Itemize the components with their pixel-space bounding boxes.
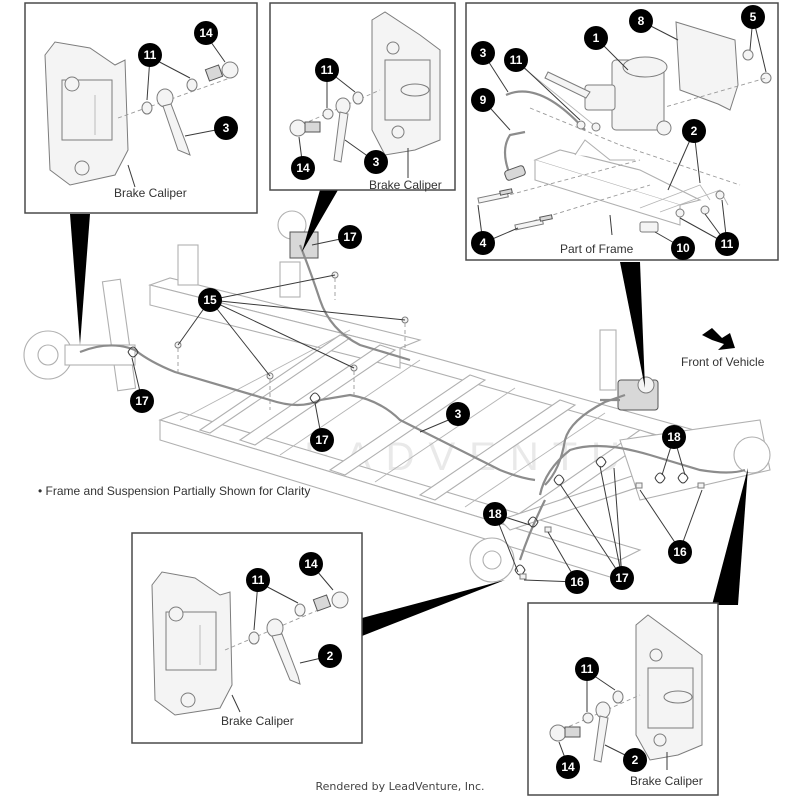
callout-mc-10[interactable]: 10 — [671, 236, 695, 260]
callout-rr-3[interactable]: 3 — [364, 150, 388, 174]
front-arrow-icon — [702, 328, 735, 350]
brake-caliper-drawing — [371, 11, 441, 156]
pointer-rear-right — [302, 190, 338, 252]
callout-main-17-center[interactable]: 17 — [310, 428, 334, 452]
brake-caliper-drawing — [151, 571, 233, 716]
callout-main-3[interactable]: 3 — [446, 402, 470, 426]
svg-text:18: 18 — [667, 430, 681, 444]
svg-text:17: 17 — [615, 571, 629, 585]
svg-text:3: 3 — [373, 155, 380, 169]
front-direction-indicator: Front of Vehicle — [681, 328, 765, 369]
callout-fl-2[interactable]: 2 — [318, 644, 342, 668]
fl-caliper-label: Brake Caliper — [221, 714, 294, 728]
render-credit: Rendered by LeadVenture, Inc. — [315, 780, 484, 793]
brake-caliper-drawing — [635, 614, 703, 761]
mc-frame-label: Part of Frame — [560, 242, 634, 256]
svg-text:3: 3 — [455, 407, 462, 421]
svg-text:11: 11 — [510, 53, 523, 67]
clarity-note: • Frame and Suspension Partially Shown f… — [38, 484, 310, 498]
svg-text:11: 11 — [144, 48, 157, 62]
callout-mc-3[interactable]: 3 — [471, 41, 495, 65]
fr-caliper-label: Brake Caliper — [630, 774, 703, 788]
svg-text:15: 15 — [203, 293, 217, 307]
svg-text:17: 17 — [315, 433, 329, 447]
svg-text:4: 4 — [480, 236, 487, 250]
svg-text:5: 5 — [750, 10, 757, 24]
callout-main-16-front-right[interactable]: 16 — [668, 540, 692, 564]
callout-main-17-rear-left[interactable]: 17 — [130, 389, 154, 413]
main-leaders — [131, 236, 703, 583]
svg-text:17: 17 — [135, 394, 149, 408]
callout-main-17-front[interactable]: 17 — [610, 566, 634, 590]
rr-caliper-label: Brake Caliper — [369, 178, 442, 192]
inset-front-right-caliper: Brake Caliper — [527, 602, 719, 796]
svg-text:14: 14 — [199, 26, 213, 40]
callout-mc-4[interactable]: 4 — [471, 231, 495, 255]
svg-text:3: 3 — [223, 121, 230, 135]
callout-main-16-front-left[interactable]: 16 — [565, 570, 589, 594]
svg-text:16: 16 — [673, 545, 687, 559]
svg-text:11: 11 — [321, 63, 334, 77]
svg-text:2: 2 — [691, 124, 698, 138]
callout-rl-3[interactable]: 3 — [214, 116, 238, 140]
callout-fr-2[interactable]: 2 — [623, 748, 647, 772]
svg-text:2: 2 — [327, 649, 334, 663]
pointer-master-cylinder — [620, 262, 645, 388]
callout-main-17-rear-right[interactable]: 17 — [338, 225, 362, 249]
svg-text:14: 14 — [561, 760, 575, 774]
callout-fr-11[interactable]: 11 — [575, 657, 599, 681]
callout-mc-11-bottom[interactable]: 11 — [715, 232, 739, 256]
svg-text:3: 3 — [480, 46, 487, 60]
svg-text:2: 2 — [632, 753, 639, 767]
brake-caliper-drawing — [44, 41, 129, 186]
callout-main-15[interactable]: 15 — [198, 288, 222, 312]
callout-main-18-front-right[interactable]: 18 — [662, 425, 686, 449]
callout-mc-9[interactable]: 9 — [471, 88, 495, 112]
inset-master-cylinder: Part of Frame — [465, 2, 779, 261]
pointer-front-left — [362, 580, 505, 636]
pointer-rear-left — [70, 214, 90, 345]
callout-rl-11[interactable]: 11 — [138, 43, 162, 67]
svg-text:11: 11 — [252, 573, 265, 587]
callout-rr-14[interactable]: 14 — [291, 156, 315, 180]
svg-text:11: 11 — [581, 662, 594, 676]
svg-text:16: 16 — [570, 575, 584, 589]
svg-text:14: 14 — [304, 557, 318, 571]
inset-rear-left-caliper: Brake Caliper — [24, 2, 258, 214]
inset-front-left-caliper: Brake Caliper — [131, 532, 363, 744]
svg-text:9: 9 — [480, 93, 487, 107]
brake-lines — [79, 244, 746, 561]
rl-caliper-label: Brake Caliper — [114, 186, 187, 200]
svg-text:17: 17 — [343, 230, 357, 244]
svg-text:10: 10 — [676, 241, 690, 255]
callout-fl-11[interactable]: 11 — [246, 568, 270, 592]
pointer-front-right — [712, 468, 748, 605]
callout-mc-5[interactable]: 5 — [741, 5, 765, 29]
svg-text:18: 18 — [488, 507, 502, 521]
callout-mc-1[interactable]: 1 — [584, 26, 608, 50]
svg-text:1: 1 — [593, 31, 600, 45]
callout-rl-14[interactable]: 14 — [194, 21, 218, 45]
svg-text:8: 8 — [638, 14, 645, 28]
callout-mc-2[interactable]: 2 — [682, 119, 706, 143]
callout-mc-11-top[interactable]: 11 — [504, 48, 528, 72]
callout-fr-14[interactable]: 14 — [556, 755, 580, 779]
svg-text:11: 11 — [721, 237, 734, 251]
callout-main-18-front-left[interactable]: 18 — [483, 502, 507, 526]
front-of-vehicle-label: Front of Vehicle — [681, 355, 765, 369]
callout-mc-8[interactable]: 8 — [629, 9, 653, 33]
callout-fl-14[interactable]: 14 — [299, 552, 323, 576]
svg-text:14: 14 — [296, 161, 310, 175]
callout-rr-11[interactable]: 11 — [315, 58, 339, 82]
